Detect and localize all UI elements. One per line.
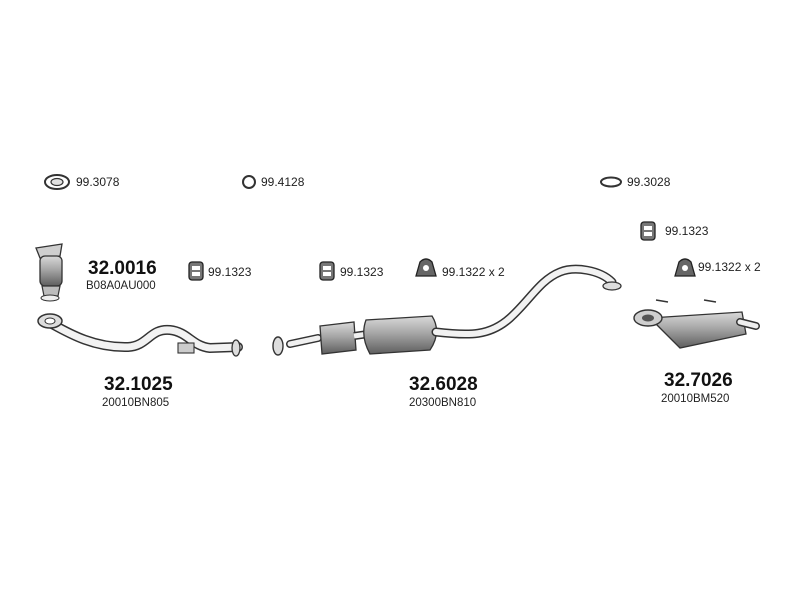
part-code-label: 99.1322 x 2	[698, 260, 761, 274]
oem-number: B08A0AU000	[86, 280, 156, 292]
gasket-ring-icon	[44, 174, 70, 190]
part-code-label: 99.4128	[261, 175, 305, 189]
mounting-clamp-icon	[674, 258, 696, 277]
part-number: 32.7026	[664, 370, 733, 391]
mounting-clamp-icon	[415, 258, 437, 277]
rear-muffler-icon	[633, 299, 760, 349]
part-code-label: 99.1323	[665, 224, 709, 238]
oem-number: 20010BM520	[661, 393, 730, 405]
part-number: 32.1025	[104, 374, 173, 395]
front-pipe-icon	[37, 313, 243, 357]
part-code-label: 99.1322 x 2	[442, 265, 505, 279]
part-code-label: 99.3078	[76, 175, 120, 189]
part-code-label: 99.1323	[340, 265, 384, 279]
part-code-label: 99.1323	[208, 265, 252, 279]
part-code-label: 99.3028	[627, 175, 671, 189]
flat-gasket-icon	[600, 176, 622, 188]
center-muffler-pipe-icon	[272, 264, 622, 356]
part-number: 32.6028	[409, 374, 478, 395]
catalytic-converter-icon	[35, 243, 63, 302]
oem-number: 20010BN805	[102, 397, 170, 409]
o-ring-icon	[242, 175, 256, 189]
rubber-hanger-icon	[319, 261, 335, 281]
part-number: 32.0016	[88, 258, 157, 279]
oem-number: 20300BN810	[409, 397, 477, 409]
rubber-hanger-icon	[188, 261, 204, 281]
rubber-hanger-icon	[640, 221, 656, 241]
